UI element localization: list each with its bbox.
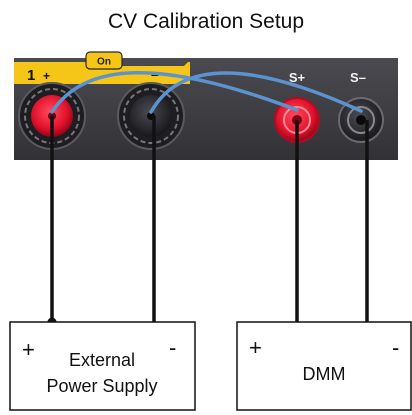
dmm-plus: + [249,335,262,360]
dmm-label: DMM [303,364,346,384]
output-minus-terminal [117,82,185,150]
sense-minus-jumper [149,71,363,114]
external-supply-label-line2: Power Supply [46,376,157,396]
output-plus-terminal [18,82,86,150]
dmm-box: + - DMM [236,321,412,411]
on-label: On [97,57,111,68]
output-label-strip [14,62,190,84]
diagram-title: CV Calibration Setup [108,10,304,33]
output-plus-label: + [43,69,50,83]
dmm-frame [236,321,412,411]
external-power-supply-box: + - External Power Supply [9,321,196,411]
sense-minus-terminal [338,97,384,143]
instrument-panel: On 1 + – S+ S– [14,51,398,160]
external-supply-minus: - [169,335,176,360]
sense-minus-label: S– [350,70,366,85]
dmm-minus: - [392,335,399,360]
external-supply-plus: + [22,337,35,362]
on-indicator [85,51,123,70]
sense-plus-jumper [50,71,299,114]
sense-plus-label: S+ [289,70,306,85]
external-supply-frame [9,321,196,411]
output-number-label: 1 [27,67,35,84]
external-supply-label-line1: External [69,350,135,370]
